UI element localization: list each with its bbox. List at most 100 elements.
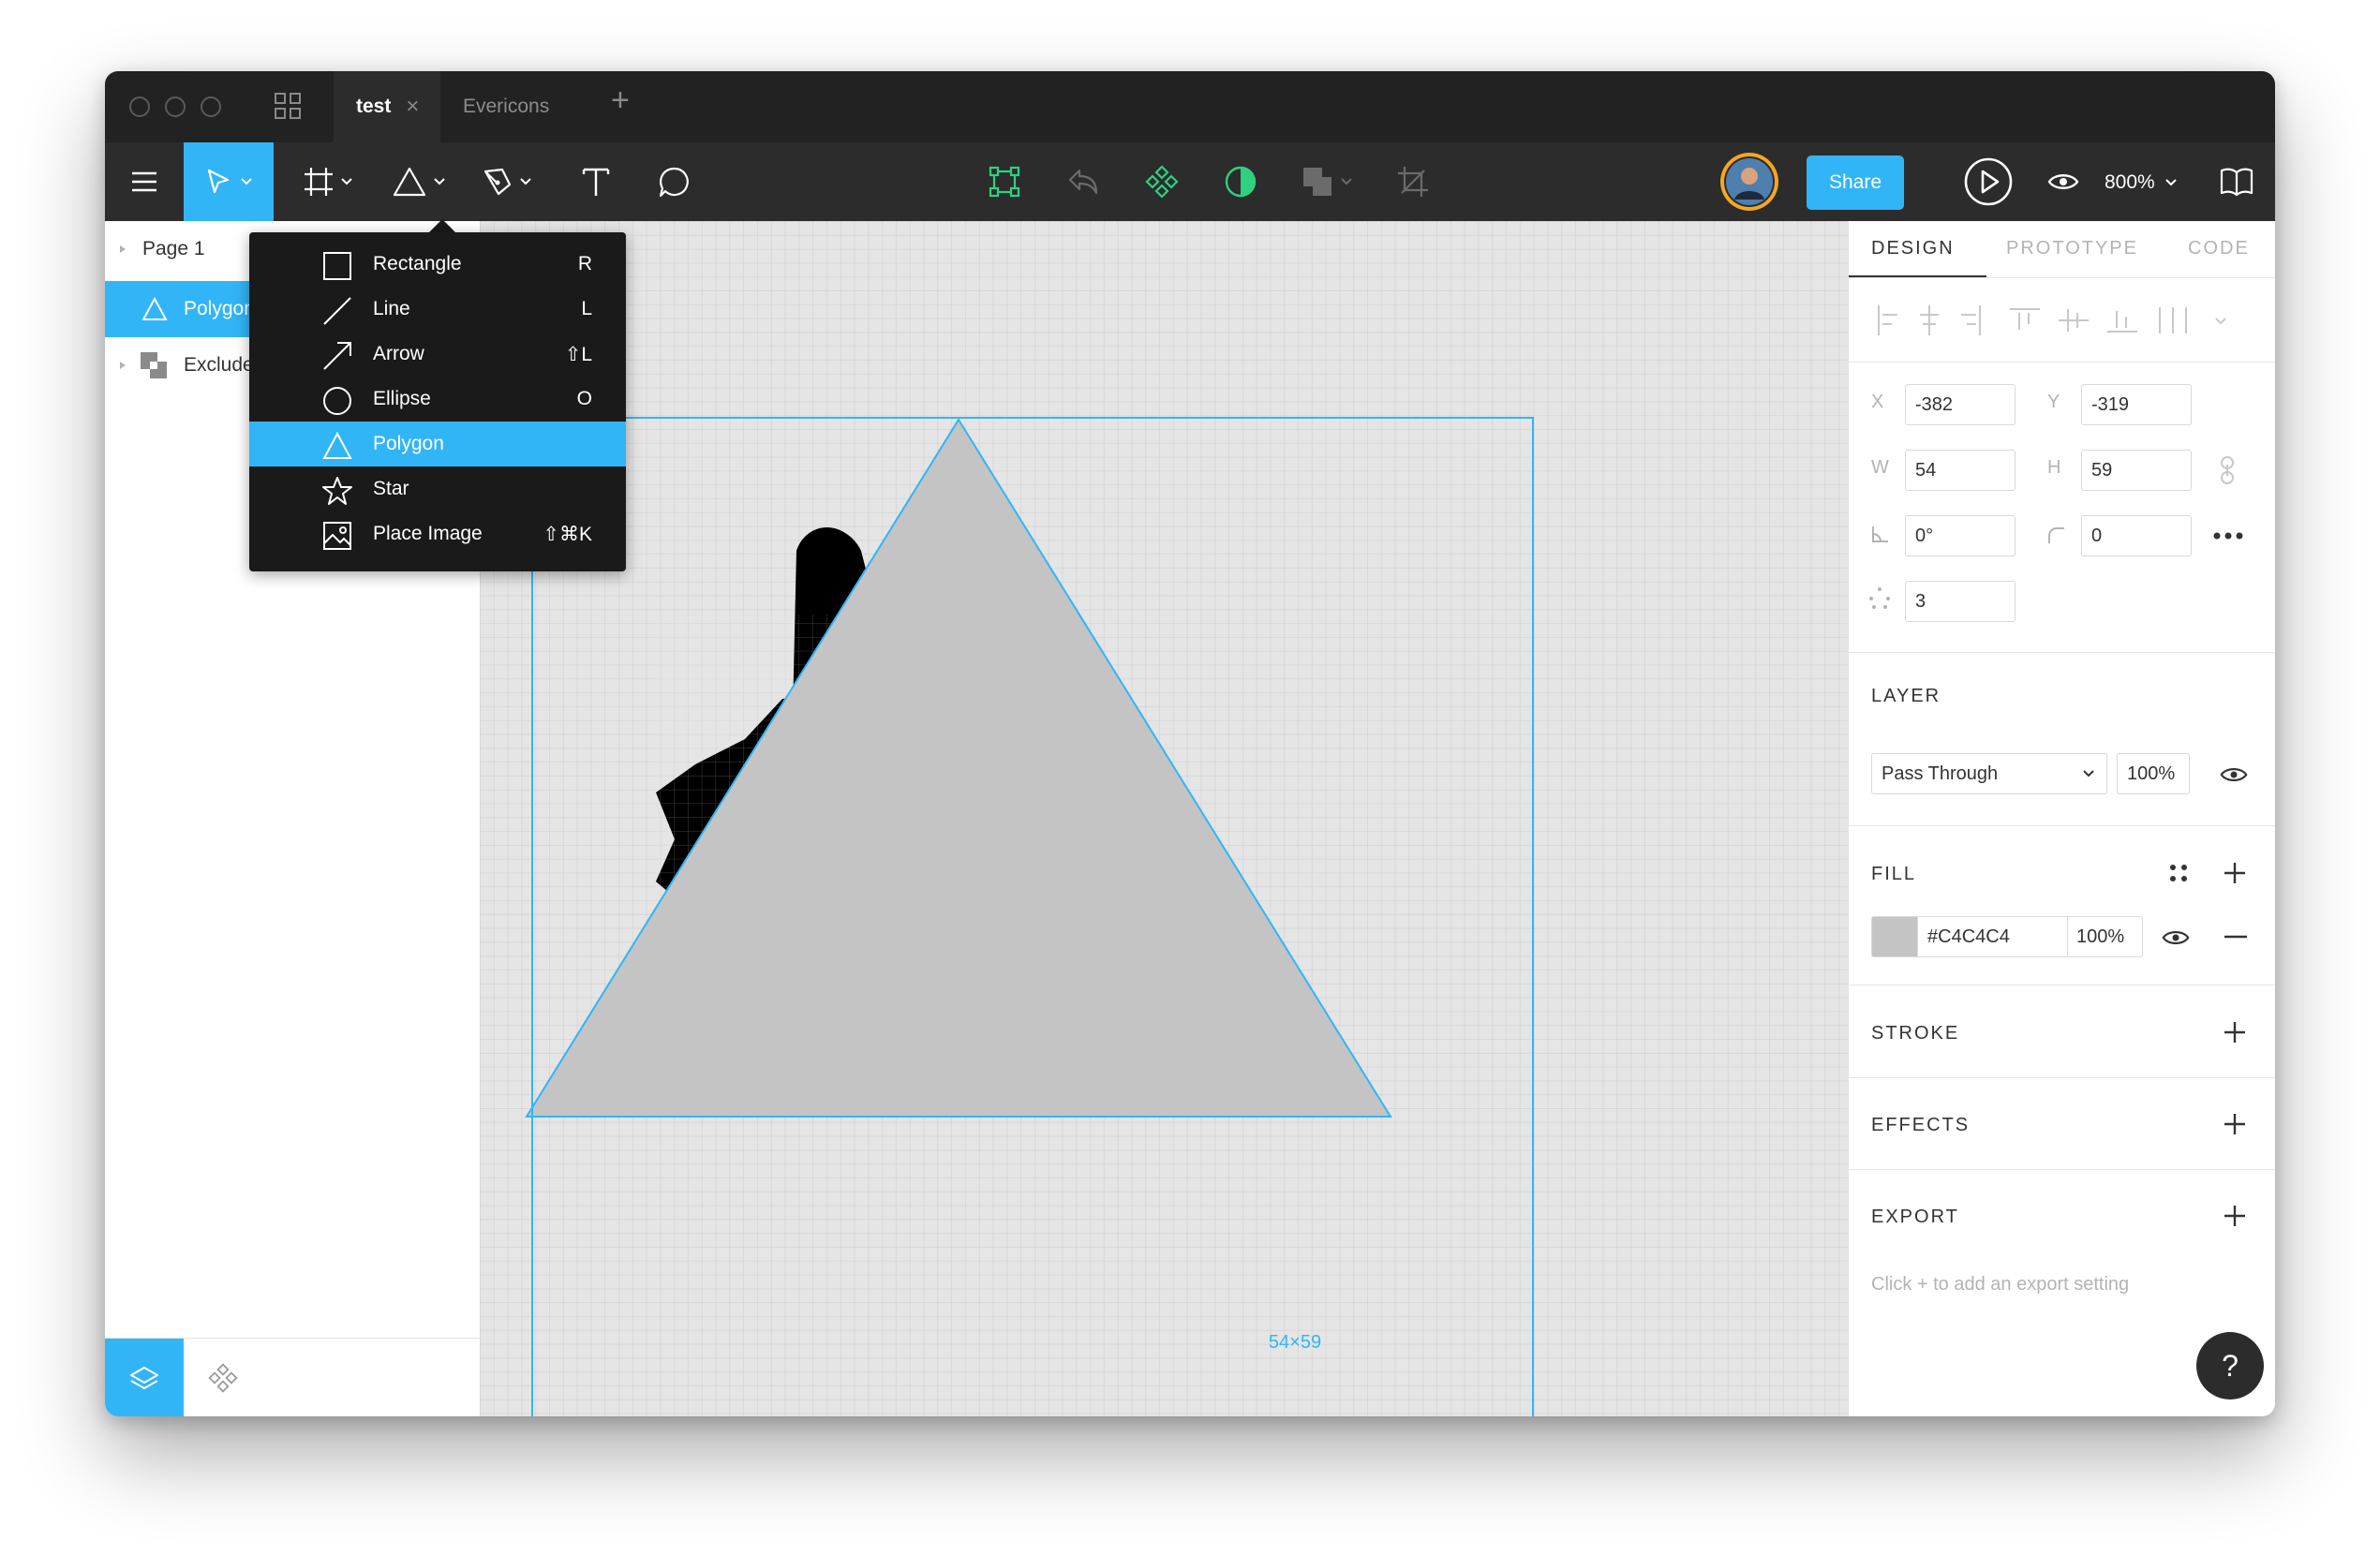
- boolean-union-icon: [1303, 168, 1331, 196]
- window-zoom-light[interactable]: [201, 96, 221, 117]
- book-icon: [2220, 168, 2254, 197]
- layer-item-exclude[interactable]: Exclude: [105, 337, 480, 393]
- add-effect-plus-icon[interactable]: [2222, 1111, 2248, 1137]
- blend-mode-select[interactable]: Pass Through: [1871, 753, 2107, 794]
- tab-design[interactable]: DESIGN: [1871, 237, 1955, 259]
- present-button[interactable]: [1949, 142, 2028, 221]
- pen-icon: [483, 168, 512, 196]
- layers-tab-button[interactable]: [105, 1339, 184, 1416]
- mask-button[interactable]: [1201, 142, 1280, 221]
- shape-tools-menu: Rectangle R Line L Arrow ⇧L Ellipse O Po…: [249, 232, 626, 571]
- eye-icon[interactable]: [2220, 764, 2248, 785]
- zoom-dropdown[interactable]: 800%: [2105, 156, 2178, 210]
- more-options-icon[interactable]: [2212, 531, 2244, 541]
- page-selector[interactable]: Page 1: [105, 221, 480, 277]
- selection-dimensions: 54×59: [1268, 1332, 1322, 1353]
- y-label: Y: [2047, 392, 2060, 412]
- layer-section-title: LAYER: [1871, 686, 1941, 706]
- corner-radius-input[interactable]: 0: [2081, 515, 2192, 556]
- library-button[interactable]: [2198, 142, 2275, 221]
- height-input[interactable]: 59: [2081, 450, 2192, 491]
- design-canvas[interactable]: 54×59: [480, 221, 1848, 1416]
- menu-item-shortcut: R: [577, 253, 592, 274]
- crop-button[interactable]: [1374, 142, 1452, 221]
- menu-item-polygon[interactable]: Polygon: [249, 422, 626, 466]
- rotation-input[interactable]: 0°: [1905, 515, 2016, 556]
- tab-label: test: [356, 96, 392, 117]
- components-tab-button[interactable]: [184, 1339, 262, 1416]
- shape-tool-button[interactable]: [377, 142, 461, 221]
- chevron-down-icon: [341, 178, 352, 185]
- star-icon: [322, 477, 352, 505]
- remove-fill-minus-icon[interactable]: [2224, 935, 2248, 939]
- image-icon: [323, 522, 351, 550]
- layer-opacity-input[interactable]: 100%: [2117, 753, 2190, 794]
- polygon-layer-icon: [141, 296, 168, 320]
- menu-caret: [429, 219, 455, 232]
- tab-bar: test × Evericons +: [105, 71, 2275, 142]
- rotate-back-icon: [1068, 169, 1098, 195]
- menu-item-ellipse[interactable]: Ellipse O: [249, 377, 626, 422]
- menu-item-star[interactable]: Star: [249, 466, 626, 511]
- menu-item-place-image[interactable]: Place Image ⇧⌘K: [249, 511, 626, 556]
- style-grid-icon[interactable]: [2167, 862, 2190, 884]
- view-toggle-button[interactable]: [2028, 142, 2099, 221]
- constrain-proportions-link-icon[interactable]: [2218, 455, 2237, 485]
- y-input[interactable]: -319: [2081, 384, 2192, 425]
- boolean-ops-button[interactable]: [1280, 142, 1374, 221]
- app-window: test × Evericons +: [105, 71, 2275, 1416]
- window-close-light[interactable]: [129, 96, 150, 117]
- cursor-arrow-icon: [207, 169, 230, 194]
- layer-label: Exclude: [184, 354, 254, 376]
- menu-item-label: Place Image: [373, 523, 483, 544]
- new-tab-plus-icon[interactable]: +: [611, 82, 630, 118]
- polygon-shape[interactable]: [525, 418, 1392, 1118]
- rotation-icon: [1872, 526, 1888, 542]
- pen-tool-button[interactable]: [465, 142, 549, 221]
- point-count-input[interactable]: 3: [1905, 581, 2016, 622]
- file-browser-grid-icon[interactable]: [274, 92, 302, 120]
- add-export-plus-icon[interactable]: [2222, 1203, 2248, 1229]
- main-menu-button[interactable]: [105, 142, 184, 221]
- menu-item-label: Star: [373, 478, 409, 499]
- menu-item-arrow[interactable]: Arrow ⇧L: [249, 332, 626, 377]
- menu-item-shortcut: L: [581, 298, 592, 319]
- menu-item-label: Arrow: [373, 343, 424, 364]
- fill-color-swatch[interactable]: [1872, 917, 1918, 956]
- comment-tool-button[interactable]: [635, 142, 714, 221]
- frame-tool-button[interactable]: [289, 142, 367, 221]
- corner-radius-icon: [2048, 527, 2064, 543]
- add-stroke-plus-icon[interactable]: [2222, 1019, 2248, 1045]
- menu-item-line[interactable]: Line L: [249, 287, 626, 332]
- tab-evericons[interactable]: Evericons: [440, 71, 590, 142]
- menu-item-label: Polygon: [373, 433, 444, 454]
- create-component-button[interactable]: [1123, 142, 1201, 221]
- tab-close-icon[interactable]: ×: [406, 94, 420, 119]
- user-avatar[interactable]: [1717, 142, 1782, 221]
- move-tool-button[interactable]: [184, 142, 274, 221]
- alignment-toolbar[interactable]: [1867, 302, 2261, 339]
- tab-code[interactable]: CODE: [2188, 237, 2250, 259]
- rectangle-icon: [323, 252, 351, 280]
- width-input[interactable]: 54: [1905, 450, 2016, 491]
- stroke-section-title: STROKE: [1871, 1023, 1960, 1044]
- menu-item-rectangle[interactable]: Rectangle R: [249, 242, 626, 287]
- boolean-flip-button[interactable]: [1044, 142, 1123, 221]
- edit-object-button[interactable]: [965, 142, 1044, 221]
- text-tool-button[interactable]: [558, 142, 633, 221]
- tab-test[interactable]: test ×: [334, 71, 440, 142]
- x-input[interactable]: -382: [1905, 384, 2016, 425]
- help-button[interactable]: ?: [2196, 1332, 2264, 1400]
- chevron-down-icon: [2083, 770, 2094, 778]
- share-button[interactable]: Share: [1807, 156, 1904, 210]
- active-tab-underline: [1849, 275, 1986, 277]
- menu-item-label: Ellipse: [373, 388, 431, 409]
- chevron-down-icon: [2165, 179, 2177, 186]
- add-fill-plus-icon[interactable]: [2222, 860, 2248, 886]
- tab-prototype[interactable]: PROTOTYPE: [2006, 237, 2138, 259]
- effects-section-title: EFFECTS: [1871, 1115, 1971, 1135]
- vector-edit-icon: [989, 166, 1020, 198]
- eye-icon[interactable]: [2162, 927, 2190, 948]
- window-minimize-light[interactable]: [165, 96, 186, 117]
- fill-color-field[interactable]: #C4C4C4 100%: [1871, 916, 2143, 957]
